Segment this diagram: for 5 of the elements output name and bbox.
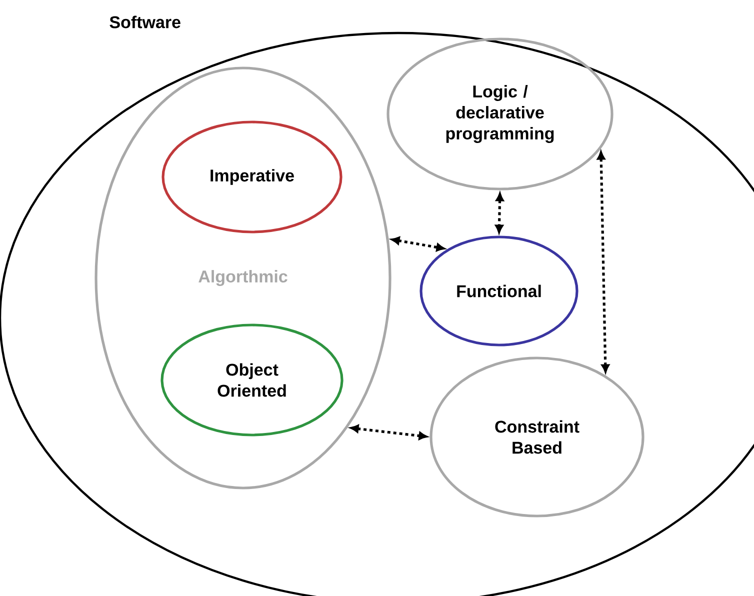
node-label: Software — [110, 16, 180, 28]
dotted-arrow — [597, 151, 610, 373]
dotted-arrow — [391, 236, 445, 252]
dotted-arrow — [350, 424, 428, 440]
dotted-arrow — [495, 193, 504, 233]
